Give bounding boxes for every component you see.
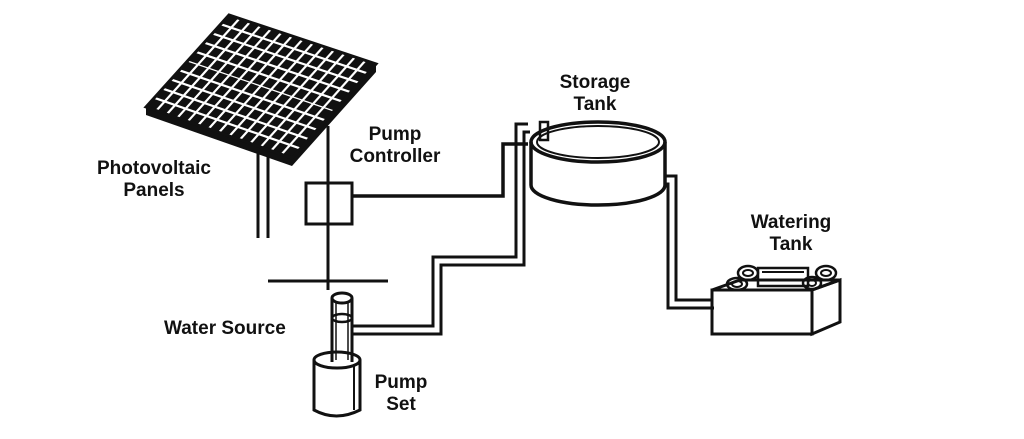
panel-cell-divider <box>166 21 251 116</box>
panel-cell-divider <box>207 35 293 130</box>
panel-cell-divider <box>270 56 356 152</box>
panel-cell-divider <box>218 38 304 134</box>
storage-to-watering-pipe <box>664 174 714 310</box>
water-source-label-text: Water Source <box>164 318 286 339</box>
watering-tank-label-line1: Watering <box>750 212 832 233</box>
pump-controller-label-line2: Controller <box>349 146 441 167</box>
panel-cell-divider <box>228 42 314 137</box>
panel-cell-divider <box>176 24 262 119</box>
pump-set-label-line1: Pump <box>374 372 428 393</box>
panel-support-posts <box>256 150 270 238</box>
panel-cell-divider <box>155 17 241 112</box>
pump-controller-label: Pump Controller <box>340 124 450 168</box>
storage-tank-label-line1: Storage <box>559 72 631 93</box>
photovoltaic-panels-label-line2: Panels <box>123 180 185 201</box>
photovoltaic-panels-label-line1: Photovoltaic <box>96 158 211 179</box>
pump-controller-label-line1: Pump <box>368 124 422 145</box>
pump-controller-box <box>304 181 354 226</box>
storage-tank-label-line2: Tank <box>573 94 617 115</box>
panel-cell-divider <box>280 59 367 156</box>
water-source-label: Water Source <box>164 318 314 340</box>
panel-edge-front <box>146 107 292 166</box>
watering-tank <box>710 264 842 337</box>
pump-set-body <box>312 350 362 418</box>
panel-cell-divider <box>197 31 283 126</box>
panel-cell-divider <box>239 45 325 141</box>
storage-tank-label: Storage Tank <box>545 72 645 116</box>
storage-tank <box>529 120 667 207</box>
pump-set-label: Pump Set <box>366 372 436 416</box>
panel-cell-divider <box>259 52 346 148</box>
panel-cell-grid <box>153 17 368 156</box>
pump-set-label-line2: Set <box>386 394 416 415</box>
photovoltaic-panels-label: Photovoltaic Panels <box>74 158 234 202</box>
panel-cell-divider <box>249 49 335 145</box>
delivery-pipe <box>352 122 530 336</box>
panel-frame <box>143 13 379 160</box>
photovoltaic-panel-array <box>143 13 379 166</box>
panel-cell-divider <box>186 28 272 123</box>
watering-tank-label-line2: Tank <box>769 234 813 255</box>
watering-tank-label: Watering Tank <box>736 212 846 256</box>
